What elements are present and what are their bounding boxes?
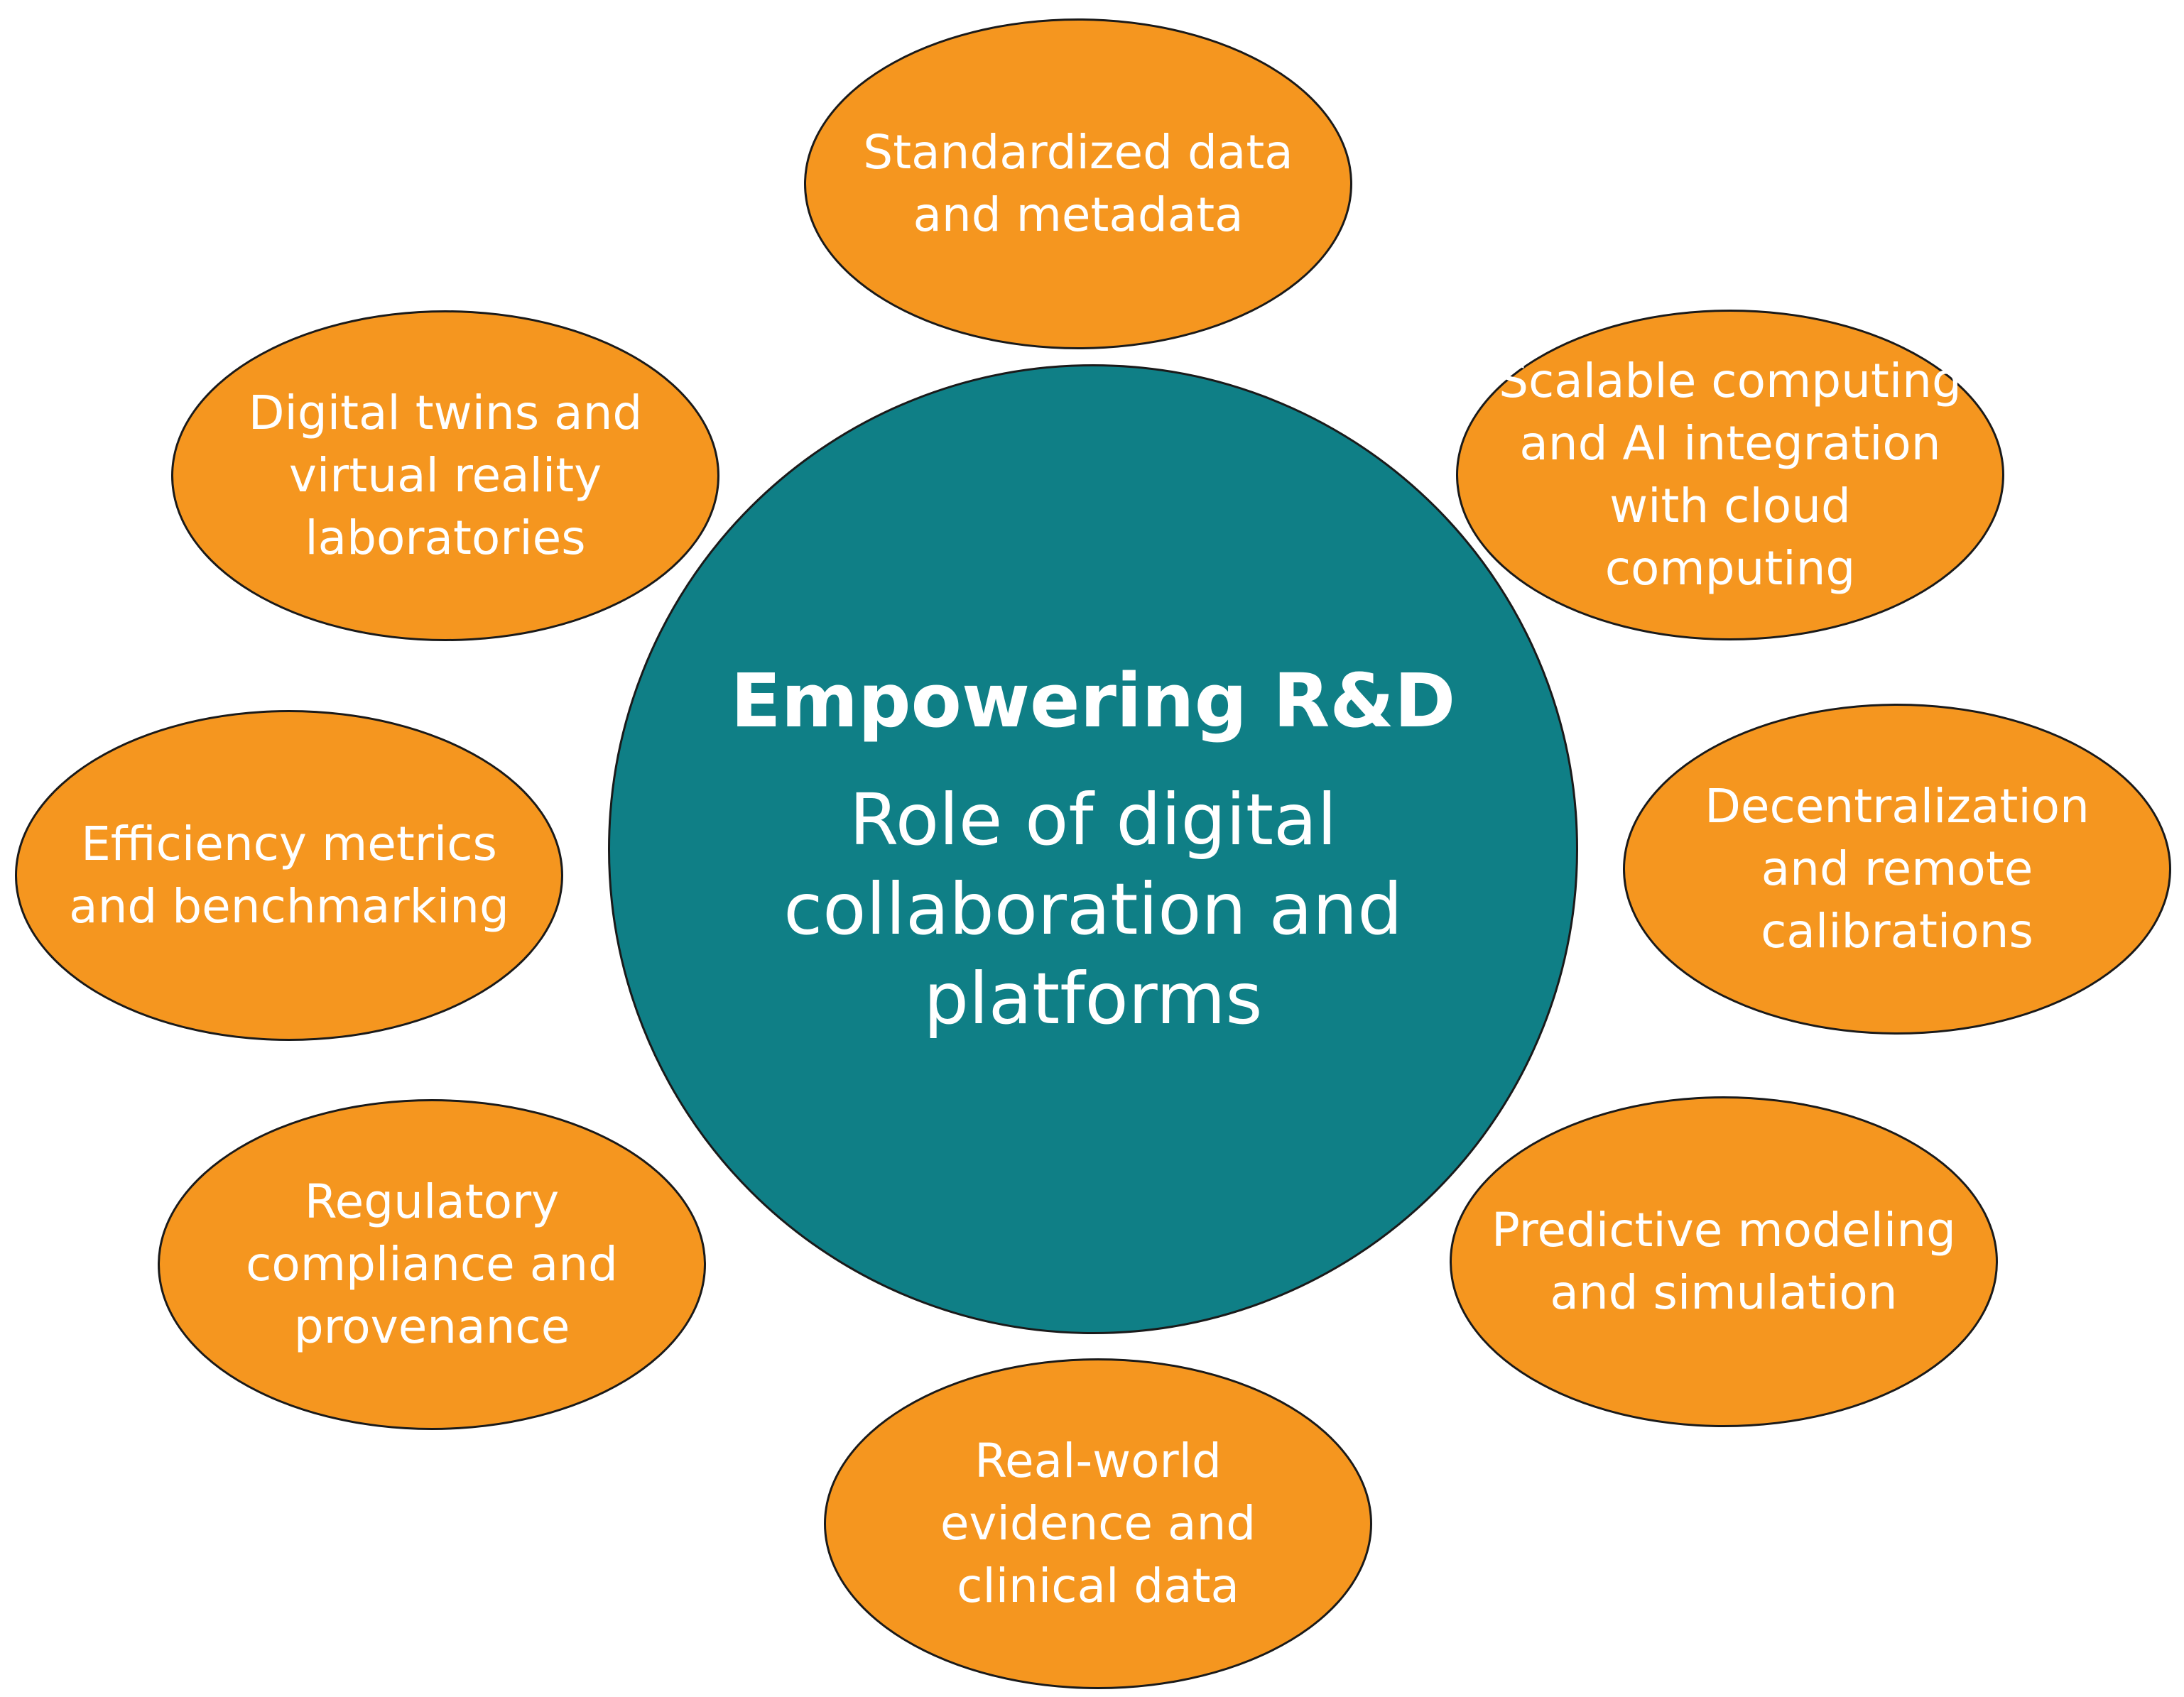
node-digital-twins: Digital twins and virtual reality labora… bbox=[171, 310, 719, 641]
node-label: Regulatory compliance and provenance bbox=[246, 1174, 618, 1354]
node-decentralization: Decentralization and remote calibrations bbox=[1623, 704, 2171, 1035]
node-real-world-evidence: Real-world evidence and clinical data bbox=[824, 1358, 1372, 1689]
node-efficiency-metrics: Efficiency metrics and benchmarking bbox=[15, 710, 563, 1041]
node-label: Decentralization and remote calibrations bbox=[1705, 779, 2090, 959]
node-standardized-data: Standardized data and metadata bbox=[804, 18, 1352, 349]
node-label: Digital twins and virtual reality labora… bbox=[248, 386, 643, 565]
node-label: Predictive modeling and simulation bbox=[1492, 1203, 1956, 1320]
node-label: Real-world evidence and clinical data bbox=[940, 1434, 1256, 1613]
node-scalable-computing: Scalable computing and AI integration wi… bbox=[1456, 310, 2004, 640]
node-predictive-modeling: Predictive modeling and simulation bbox=[1450, 1096, 1998, 1427]
node-regulatory-compliance: Regulatory compliance and provenance bbox=[158, 1099, 706, 1430]
node-label: Scalable computing and AI integration wi… bbox=[1499, 354, 1962, 596]
node-label: Efficiency metrics and benchmarking bbox=[69, 817, 509, 934]
hub-title: Empowering R&D bbox=[730, 657, 1456, 744]
node-label: Standardized data and metadata bbox=[863, 125, 1293, 242]
hub-subtitle: Role of digital collaboration and platfo… bbox=[783, 778, 1403, 1040]
hub-circle: Empowering R&D Role of digital collabora… bbox=[608, 364, 1578, 1334]
